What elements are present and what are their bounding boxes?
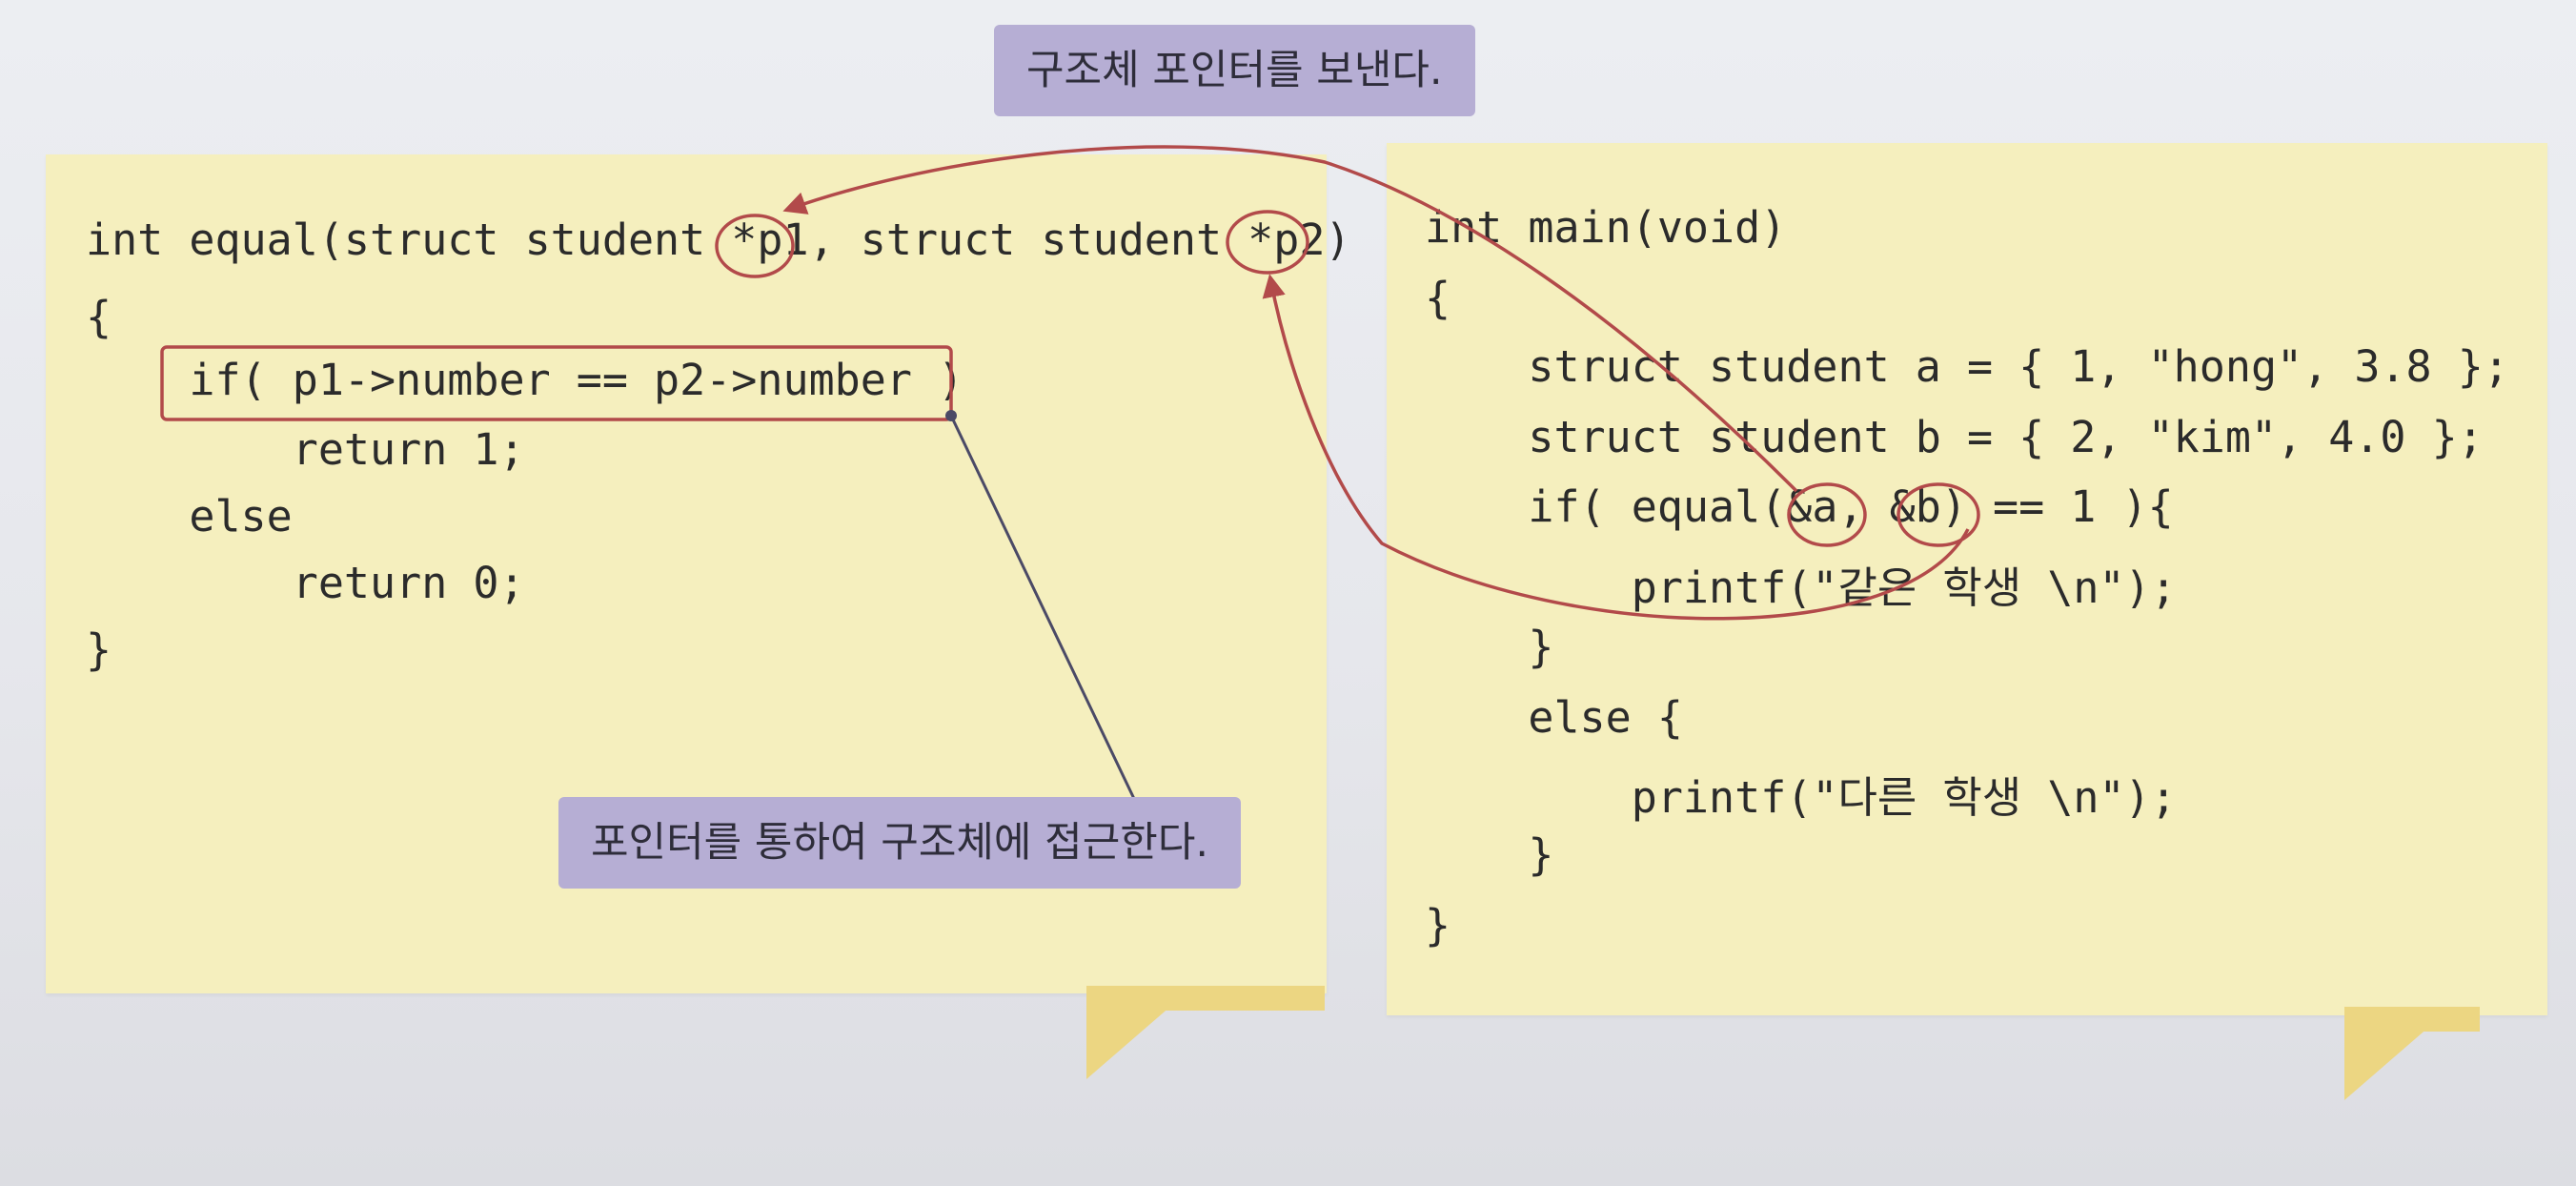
code-line-struct-b: struct student b = { 2, "kim", 4.0 }; <box>1425 412 2484 462</box>
panel-fold-tab <box>2344 1014 2444 1100</box>
highlight-circle-p1 <box>715 214 795 278</box>
code-line: return 1; <box>86 424 525 475</box>
arrow-b-to-p2 <box>1262 274 1970 621</box>
code-line-main-signature: int main(void) <box>1425 202 1787 253</box>
connector-dot <box>945 410 957 421</box>
highlight-circle-arg-a <box>1787 482 1867 547</box>
callout-connector <box>949 415 1138 804</box>
code-line-if-compare: if( p1->number == p2->number ) <box>86 355 964 405</box>
code-line: } <box>1425 829 1554 880</box>
highlight-circle-p2 <box>1226 210 1309 275</box>
code-line: } <box>1425 900 1451 951</box>
code-line: return 0; <box>86 558 525 608</box>
callout-access-via-pointer: 포인터를 통하여 구조체에 접근한다. <box>558 797 1242 889</box>
code-line-printf-diff: printf("다른 학생 \n"); <box>1425 772 2177 823</box>
highlight-box-if <box>160 345 953 421</box>
arrow-a-to-p1 <box>782 145 1798 493</box>
code-line-equal-call: if( equal(&a, &b) == 1 ){ <box>1425 481 2174 532</box>
highlight-circle-arg-b <box>1897 482 1980 547</box>
code-line: } <box>1425 622 1554 672</box>
code-line: { <box>1425 273 1451 323</box>
code-line-struct-a: struct student a = { 1, "hong", 3.8 }; <box>1425 341 2509 392</box>
callout-send-pointer: 구조체 포인터를 보낸다. <box>994 25 1475 116</box>
code-line: } <box>86 624 112 675</box>
code-line: else <box>86 491 293 542</box>
code-panel-main <box>1387 143 2547 1015</box>
code-line-equal-signature: int equal(struct student *p1, struct stu… <box>86 215 1351 265</box>
code-line-printf-same: printf("같은 학생 \n"); <box>1425 562 2177 613</box>
code-line: else { <box>1425 692 1683 743</box>
panel-fold-tab <box>1086 993 1186 1079</box>
code-line: { <box>86 292 112 342</box>
